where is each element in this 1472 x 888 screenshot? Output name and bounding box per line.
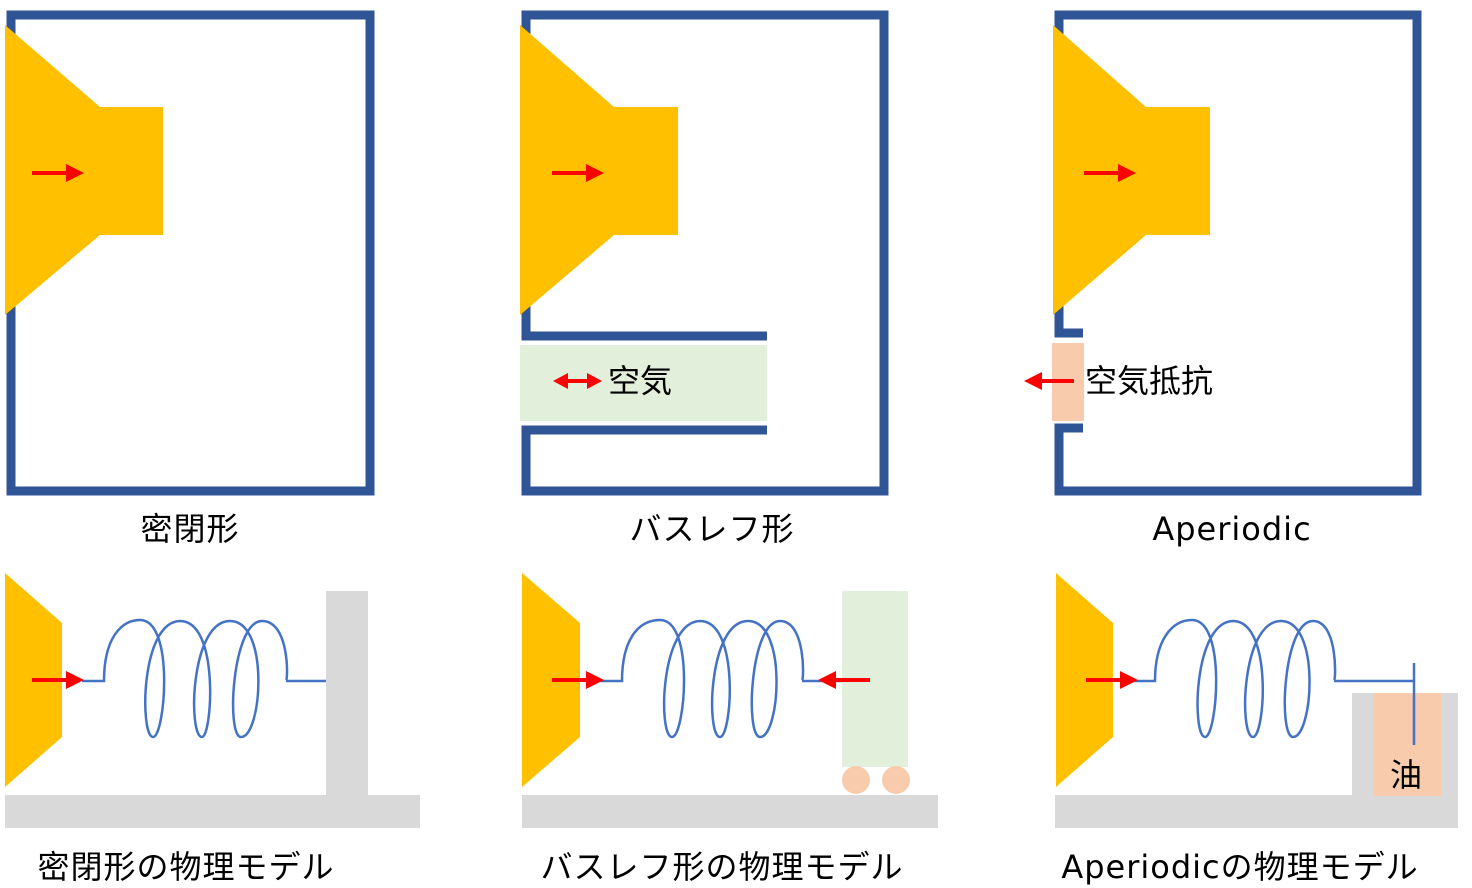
sealed-model-caption: 密閉形の物理モデル <box>37 848 334 886</box>
spring <box>1133 618 1414 739</box>
sealed-caption: 密閉形 <box>140 510 239 548</box>
aperiodic-model <box>1055 573 1458 828</box>
ground <box>1055 795 1458 828</box>
motion-arrow <box>552 671 604 689</box>
return-arrow <box>818 671 870 689</box>
sealed-enclosure <box>5 10 375 496</box>
left-arrow <box>1024 372 1074 390</box>
aperiodic-enclosure <box>1024 10 1422 496</box>
oil <box>1373 693 1441 796</box>
motion-arrow <box>32 164 84 182</box>
speaker-magnet <box>100 107 163 235</box>
ground <box>5 795 420 828</box>
oil-label: 油 <box>1390 756 1422 794</box>
spring <box>82 618 326 739</box>
spring <box>600 618 842 739</box>
aperiodic-caption: Aperiodic <box>1152 510 1311 548</box>
bass-reflex-caption: バスレフ形 <box>629 510 794 548</box>
aperiodic-model-caption: Aperiodicの物理モデル <box>1061 848 1418 886</box>
double-arrow <box>553 373 602 389</box>
bass-reflex-enclosure <box>520 10 889 496</box>
bass-reflex-model <box>522 573 938 828</box>
air-label: 空気 <box>608 362 672 400</box>
ground <box>522 795 938 828</box>
air-resistance-label: 空気抵抗 <box>1085 362 1213 400</box>
speaker-cone <box>520 25 614 315</box>
motion-arrow <box>1084 164 1136 182</box>
motion-arrow <box>1086 671 1138 689</box>
speaker-cone <box>522 573 580 787</box>
wall <box>326 591 368 796</box>
roller-left <box>842 766 870 794</box>
speaker-cone <box>1056 573 1113 787</box>
motion-arrow <box>552 164 604 182</box>
speaker-magnet <box>1146 107 1210 235</box>
motion-arrow <box>32 671 84 689</box>
sealed-model <box>5 573 420 828</box>
roller-right <box>882 766 910 794</box>
speaker-cone <box>5 25 100 315</box>
bass-reflex-model-caption: バスレフ形の物理モデル <box>540 848 903 886</box>
speaker-cone <box>1053 25 1146 315</box>
speaker-magnet <box>614 107 678 235</box>
